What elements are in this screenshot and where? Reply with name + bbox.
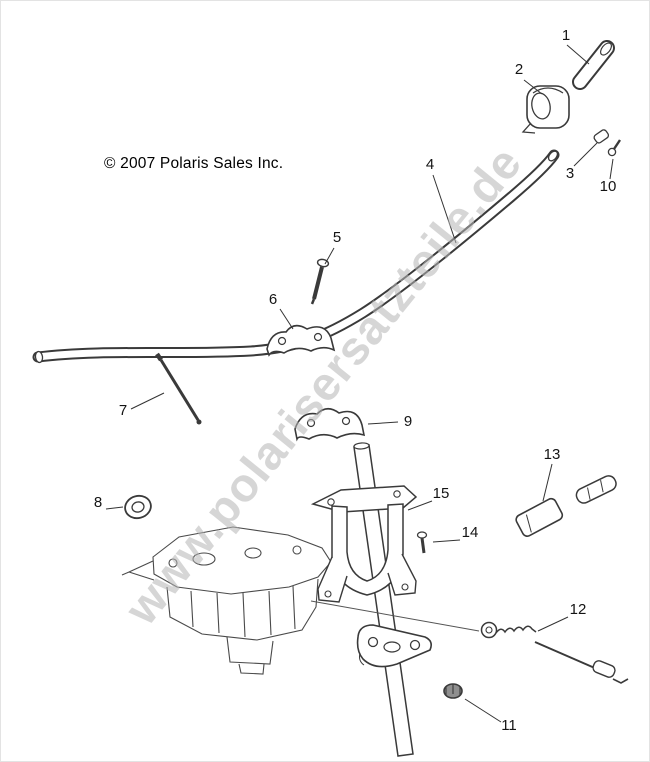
leader-line-3: [573, 142, 598, 167]
leader-line-12: [537, 616, 569, 632]
part-label-11: 11: [501, 717, 517, 734]
handlebar-tube: [32, 149, 560, 364]
leader-line-11: [464, 698, 502, 723]
part-label-1: 1: [562, 27, 570, 44]
part-label-10: 10: [600, 178, 617, 195]
copyright-text: © 2007 Polaris Sales Inc.: [104, 155, 284, 172]
leader-line-14: [432, 539, 461, 543]
leader-line-8: [105, 506, 124, 510]
leader-line-9: [367, 421, 399, 425]
handlebar-clamp-lower: [294, 407, 366, 442]
leader-line-5: [324, 247, 335, 265]
bracket-bolt: [416, 531, 428, 554]
part-label-14: 14: [462, 524, 479, 541]
leader-line-13: [542, 463, 553, 502]
gasket-plate: [356, 624, 432, 668]
part-label-5: 5: [333, 229, 341, 246]
gearcase-housing: [121, 526, 332, 675]
grommet: [124, 494, 152, 520]
grip-end-cap: [521, 85, 570, 134]
part-label-13: 13: [544, 446, 561, 463]
part-label-3: 3: [566, 165, 574, 182]
throttle-cable: [310, 600, 629, 684]
part-label-9: 9: [404, 413, 412, 430]
leader-lines: [105, 44, 614, 723]
part-label-7: 7: [119, 402, 127, 419]
leader-line-15: [407, 500, 433, 511]
clamp-bolt: [310, 258, 330, 305]
support-bracket: [310, 485, 418, 603]
handlebar-clamp-upper: [266, 324, 336, 357]
part-label-2: 2: [515, 61, 523, 78]
handlebar-left-end: [34, 350, 44, 364]
part-label-4: 4: [426, 156, 434, 173]
small-screw: [607, 139, 621, 157]
part-label-6: 6: [269, 291, 277, 308]
leader-line-7: [130, 392, 165, 410]
leader-line-10: [609, 158, 614, 180]
part-label-8: 8: [94, 494, 102, 511]
leader-line-6: [279, 308, 294, 330]
leader-line-1: [566, 44, 590, 65]
leader-line-4: [432, 174, 457, 244]
part-labels: 1 2 3 10 4 5 6 7 9 8 13 15 14 12 11: [94, 27, 617, 734]
throttle-block-parts: [515, 475, 617, 537]
grip-tube: [572, 40, 615, 90]
leader-line-2: [523, 79, 543, 95]
part-label-15: 15: [433, 485, 450, 502]
part-label-12: 12: [570, 601, 587, 618]
long-screw: [155, 352, 202, 425]
cable-nut: [443, 683, 463, 699]
handlebar-right-end: [547, 150, 559, 162]
spacer-bushing: [593, 129, 610, 144]
